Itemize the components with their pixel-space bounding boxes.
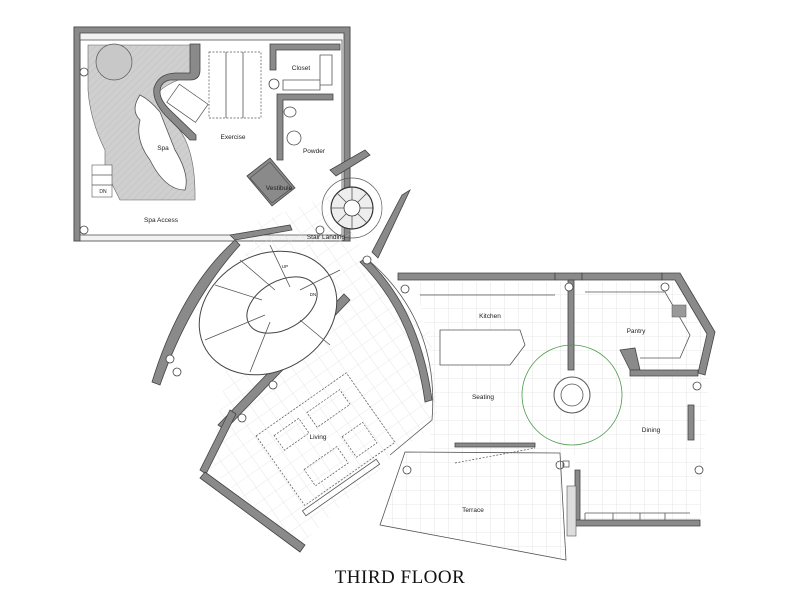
room-label-closet: Closet [292, 65, 311, 72]
room-label-dining: Dining [642, 427, 661, 434]
hot-tub [95, 43, 133, 81]
room-label-spa: Spa [157, 145, 169, 152]
spa-pool [134, 94, 187, 191]
kitchen-wing [397, 272, 716, 527]
room-label-vestibule: Vestibule [266, 185, 293, 192]
small-spiral-stair [321, 177, 383, 239]
stair-label-dn: DN [310, 292, 317, 297]
room-label-stair-landing: Stair Landing [307, 234, 346, 241]
room-label-pantry: Pantry [627, 328, 647, 335]
stair-label-up: UP [282, 264, 288, 269]
room-label-seating: Seating [472, 394, 494, 401]
plan-title: THIRD FLOOR [335, 567, 466, 588]
room-label-exercise: Exercise [221, 134, 246, 141]
living-wing [151, 149, 438, 553]
kitchen-island [439, 329, 526, 366]
spiral-stair [198, 244, 341, 376]
stair-label-spa-dn: DN [99, 189, 107, 195]
dining-circle [521, 344, 623, 446]
room-label-kitchen: Kitchen [479, 313, 501, 320]
terrace [379, 447, 577, 561]
room-label-spa-access: Spa Access [144, 217, 179, 224]
room-label-living: Living [310, 434, 327, 441]
living-furniture [255, 372, 396, 517]
room-label-powder: Powder [303, 148, 326, 155]
spa-wing [73, 26, 351, 242]
room-label-terrace: Terrace [462, 507, 484, 514]
